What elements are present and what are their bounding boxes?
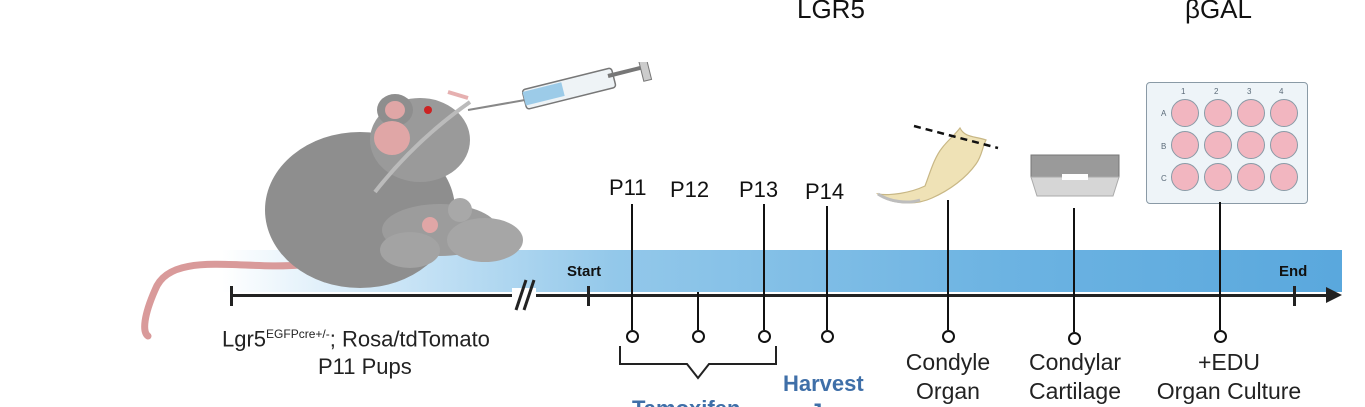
day-p11-marker [626, 330, 639, 343]
condyle-stem [947, 200, 949, 330]
plate-well [1204, 163, 1232, 191]
condyle-caption: Condyle Organ [898, 348, 998, 406]
plate-well [1204, 99, 1232, 127]
end-tick [1293, 286, 1296, 306]
day-p13-label: P13 [739, 177, 779, 202]
plate-col-4: 4 [1279, 87, 1284, 96]
day-p14-label: P14 [805, 179, 845, 204]
day-p11-label: P11 [609, 175, 647, 200]
cartilage-caption-line2: Cartilage [1028, 378, 1122, 404]
condyle-bone-illustration [875, 124, 999, 204]
mouse-caption-line2: P11 Pups [318, 354, 412, 379]
caption-prefix: Lgr5 [222, 326, 267, 352]
condyle-marker [942, 330, 955, 343]
day-p12-stem [697, 292, 699, 330]
start-label: Start [567, 263, 602, 280]
axis-start-tick [230, 286, 233, 306]
plate-well [1171, 163, 1199, 191]
timeline-arrowhead [1326, 287, 1342, 303]
plate-well [1171, 99, 1199, 127]
syringe-icon [467, 62, 653, 111]
plate-col-2: 2 [1214, 87, 1219, 96]
bgal-label: βGAL [1185, 0, 1252, 24]
culture-stem [1219, 202, 1221, 330]
condyle-caption-line1: Condyle [905, 349, 991, 375]
day-p12-marker [692, 330, 705, 343]
cartilage-stem [1073, 208, 1075, 332]
plate-row-a: A [1161, 109, 1167, 118]
harvest-label: Harvest [783, 371, 864, 396]
plate-well [1171, 131, 1199, 159]
culture-caption-line1: +EDU [1198, 349, 1260, 375]
well-plate-icon: 1 2 3 4 A B C [1146, 82, 1308, 204]
plate-well [1270, 163, 1298, 191]
day-p13-marker [758, 330, 771, 343]
culture-caption: +EDU Organ Culture [1146, 348, 1312, 406]
plate-col-1: 1 [1181, 87, 1186, 96]
caption-suffix: ; Rosa/tdTomato [329, 326, 490, 352]
plate-well [1237, 163, 1265, 191]
plate-well [1204, 131, 1232, 159]
culture-marker [1214, 330, 1227, 343]
culture-caption-line2: Organ Culture [1156, 378, 1302, 404]
tamoxifen-bracket [619, 346, 777, 380]
plate-well [1237, 99, 1265, 127]
plate-col-3: 3 [1247, 87, 1252, 96]
day-p13-stem [763, 204, 765, 330]
plate-wells [1171, 99, 1301, 199]
cartilage-caption-line1: Condylar [1028, 349, 1122, 375]
mouse-with-pups-illustration [141, 90, 523, 340]
cartilage-caption: Condylar Cartilage [1020, 348, 1130, 406]
axis-break-icon [512, 279, 536, 311]
harvest-label-2: Jaws [810, 399, 864, 407]
plate-well [1270, 131, 1298, 159]
razor-blade-icon [1030, 154, 1120, 197]
mouse-caption-line1: Lgr5EGFPcre+/-; Rosa/tdTomato [222, 320, 490, 353]
caption-superscript: EGFPcre+/- [266, 327, 330, 341]
timeline-axis [232, 294, 1332, 297]
plate-row-b: B [1161, 142, 1167, 151]
day-p14-stem [826, 206, 828, 330]
tamoxifen-label: Tamoxifen [632, 396, 740, 407]
end-label: End [1279, 263, 1308, 280]
day-p12-label: P12 [670, 177, 710, 202]
plate-well [1270, 99, 1298, 127]
condyle-caption-line2: Organ [916, 378, 980, 404]
plate-well [1237, 131, 1265, 159]
day-p14-marker [821, 330, 834, 343]
start-tick [587, 286, 590, 306]
day-p11-stem [631, 204, 633, 330]
lgr5-label: LGR5 [797, 0, 865, 24]
plate-row-c: C [1161, 174, 1167, 183]
cartilage-marker [1068, 332, 1081, 345]
